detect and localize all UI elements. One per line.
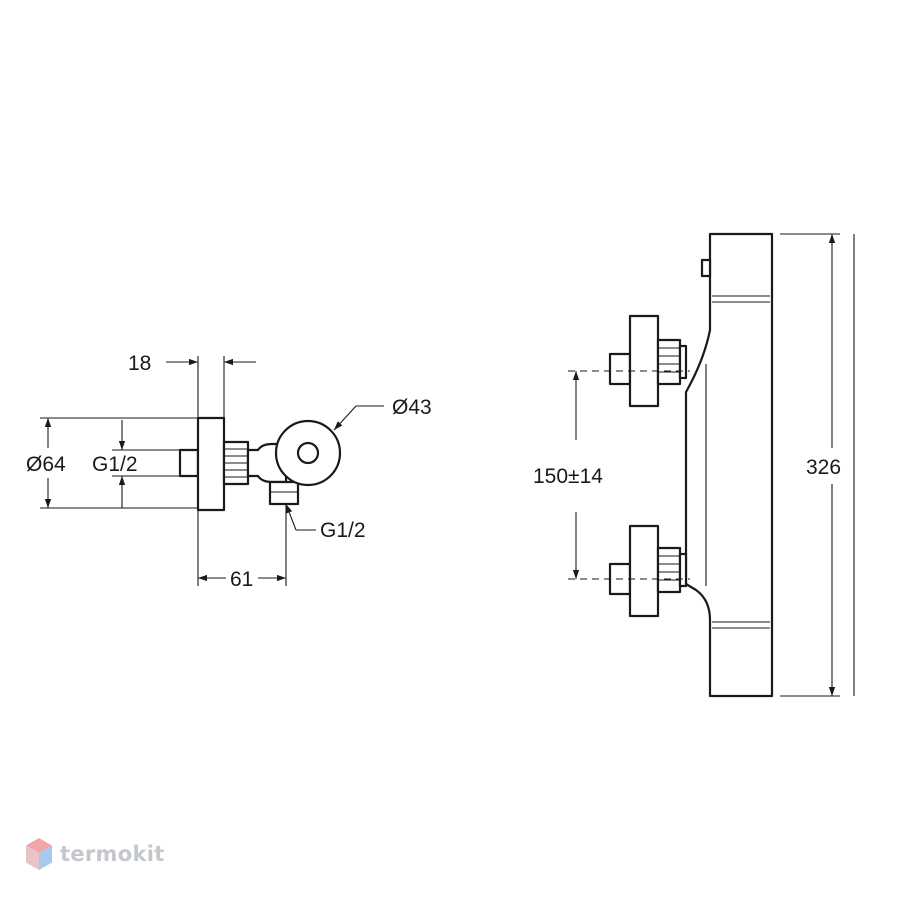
side-inlet-stub <box>178 448 200 478</box>
watermark-brand: termokit <box>60 842 165 866</box>
front-upper-nut <box>656 338 682 386</box>
termokit-logo-icon <box>26 838 52 870</box>
front-lower-connector <box>608 524 688 618</box>
dim-flange-thickness-label: 18 <box>128 352 151 375</box>
dim-knob-diameter-label: Ø43 <box>392 396 432 419</box>
front-upper-connector <box>608 314 688 408</box>
dim-depth-label: 61 <box>230 568 253 591</box>
side-nut-threads <box>224 448 248 478</box>
side-outlet <box>268 480 300 506</box>
front-upper-flange <box>628 314 660 408</box>
front-upper-neck <box>678 344 688 380</box>
dim-inlet-thread-label: G1/2 <box>92 453 138 476</box>
front-lower-nut <box>656 546 682 594</box>
watermark: termokit <box>24 836 165 872</box>
dim-overall-height-label: 326 <box>806 456 841 479</box>
side-flange <box>196 416 226 512</box>
side-knob-center <box>296 441 320 465</box>
side-view: 18 Ø64 G1/2 Ø43 G1/2 61 <box>26 352 432 591</box>
front-upper-stub <box>608 352 632 386</box>
front-view: 150±14 326 <box>533 232 855 698</box>
dim-43-leader <box>333 405 357 431</box>
dim-outlet-leader <box>285 503 297 531</box>
dim-inlet-spacing-label: 150±14 <box>533 465 603 488</box>
dim-outer-diameter-label: Ø64 <box>26 453 66 476</box>
front-lower-flange <box>628 524 660 618</box>
dim-outlet-thread-label: G1/2 <box>320 519 366 542</box>
front-body <box>684 232 774 698</box>
front-clip <box>700 258 712 278</box>
front-lower-neck <box>678 552 688 588</box>
